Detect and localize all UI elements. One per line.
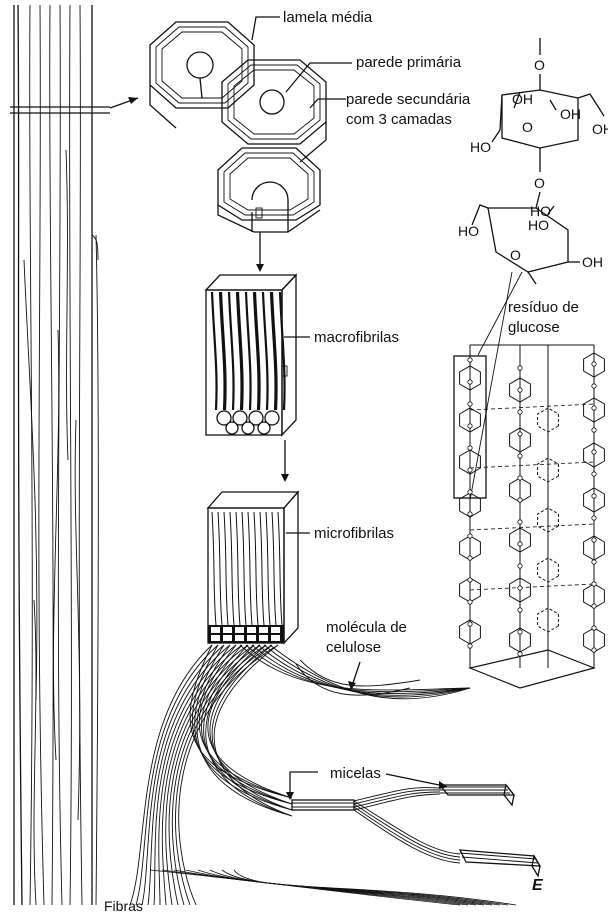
micelle-bundle-3 xyxy=(292,800,354,810)
micelas-arrow-left xyxy=(290,772,318,796)
micelle-bundle-2 xyxy=(460,850,540,876)
residuo-label-2: glucose xyxy=(508,319,560,336)
molecula-label-2: celulose xyxy=(326,639,381,656)
svg-text:HO: HO xyxy=(458,223,479,239)
secundaria-leader xyxy=(310,99,346,108)
corner-letter: E xyxy=(532,877,544,894)
svg-text:OH: OH xyxy=(560,106,581,122)
glucose-structure: O OH OH OH HO O O HO HO O OH HO xyxy=(458,38,608,284)
macrofibril-block xyxy=(206,275,296,482)
parede-secundaria-label-2: com 3 camadas xyxy=(346,111,452,128)
lamela-media-label: lamela média xyxy=(283,9,373,26)
svg-text:O: O xyxy=(534,57,545,73)
crystal-lattice xyxy=(454,345,604,688)
svg-text:OH: OH xyxy=(512,91,533,107)
molecula-label: molécula de xyxy=(326,619,407,636)
svg-text:O: O xyxy=(522,119,533,135)
svg-text:HO: HO xyxy=(528,217,549,233)
svg-text:OH: OH xyxy=(592,121,608,137)
micelas-label: micelas xyxy=(330,765,381,782)
svg-text:HO: HO xyxy=(530,203,551,219)
primaria-leader xyxy=(286,63,352,92)
microfibrilas-label: microfibrilas xyxy=(314,525,394,542)
svg-text:OH: OH xyxy=(582,254,603,270)
fibril-strands xyxy=(130,645,516,905)
microfibril-block xyxy=(208,492,298,643)
micelas-arrow-right xyxy=(386,774,444,786)
macrofibrilas-label: macrofibrilas xyxy=(314,329,399,346)
svg-text:O: O xyxy=(534,175,545,191)
lamela-leader xyxy=(252,17,280,40)
parede-secundaria-label: parede secundária xyxy=(346,91,471,108)
parede-primaria-label: parede primária xyxy=(356,54,462,71)
svg-text:O: O xyxy=(510,247,521,263)
micelle-bundle-1 xyxy=(440,785,514,805)
residuo-label: resíduo de xyxy=(508,299,579,316)
cell-cross-section xyxy=(150,22,326,272)
fiber-bundle xyxy=(10,5,138,905)
svg-text:HO: HO xyxy=(470,139,491,155)
